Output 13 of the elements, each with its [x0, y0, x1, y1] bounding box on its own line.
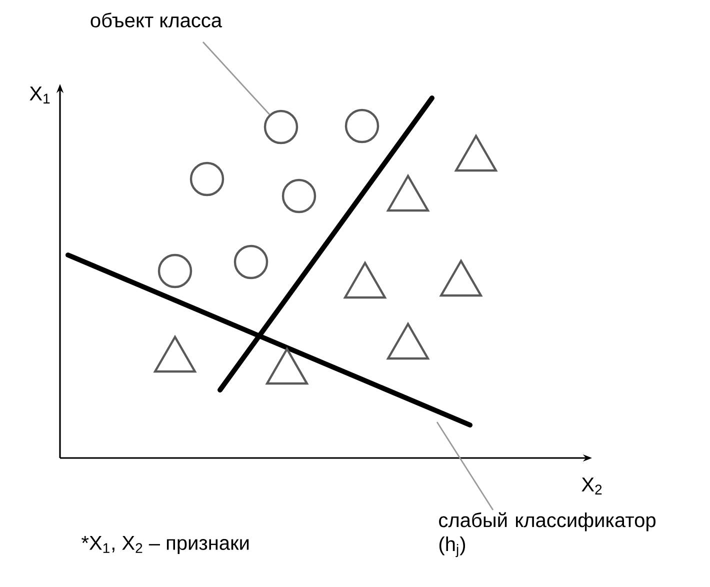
circle-marker	[282, 178, 316, 214]
axis-label: X$_{1}$	[30, 86, 50, 104]
callout-text: объект класса	[90, 12, 222, 28]
leader-line	[202, 42, 270, 115]
circle-marker	[344, 108, 380, 144]
circle-marker	[158, 254, 192, 288]
callout-text: слабый классификатор (h$_{j}$)	[439, 512, 656, 558]
circle-marker	[264, 110, 298, 144]
circle-marker	[234, 244, 268, 280]
circle-marker	[190, 162, 224, 196]
axis-label: X$_{2}$	[582, 478, 602, 494]
leader-line	[436, 422, 494, 510]
footnote: *X$_{1}$, X$_{2}$ – признаки	[82, 536, 249, 554]
